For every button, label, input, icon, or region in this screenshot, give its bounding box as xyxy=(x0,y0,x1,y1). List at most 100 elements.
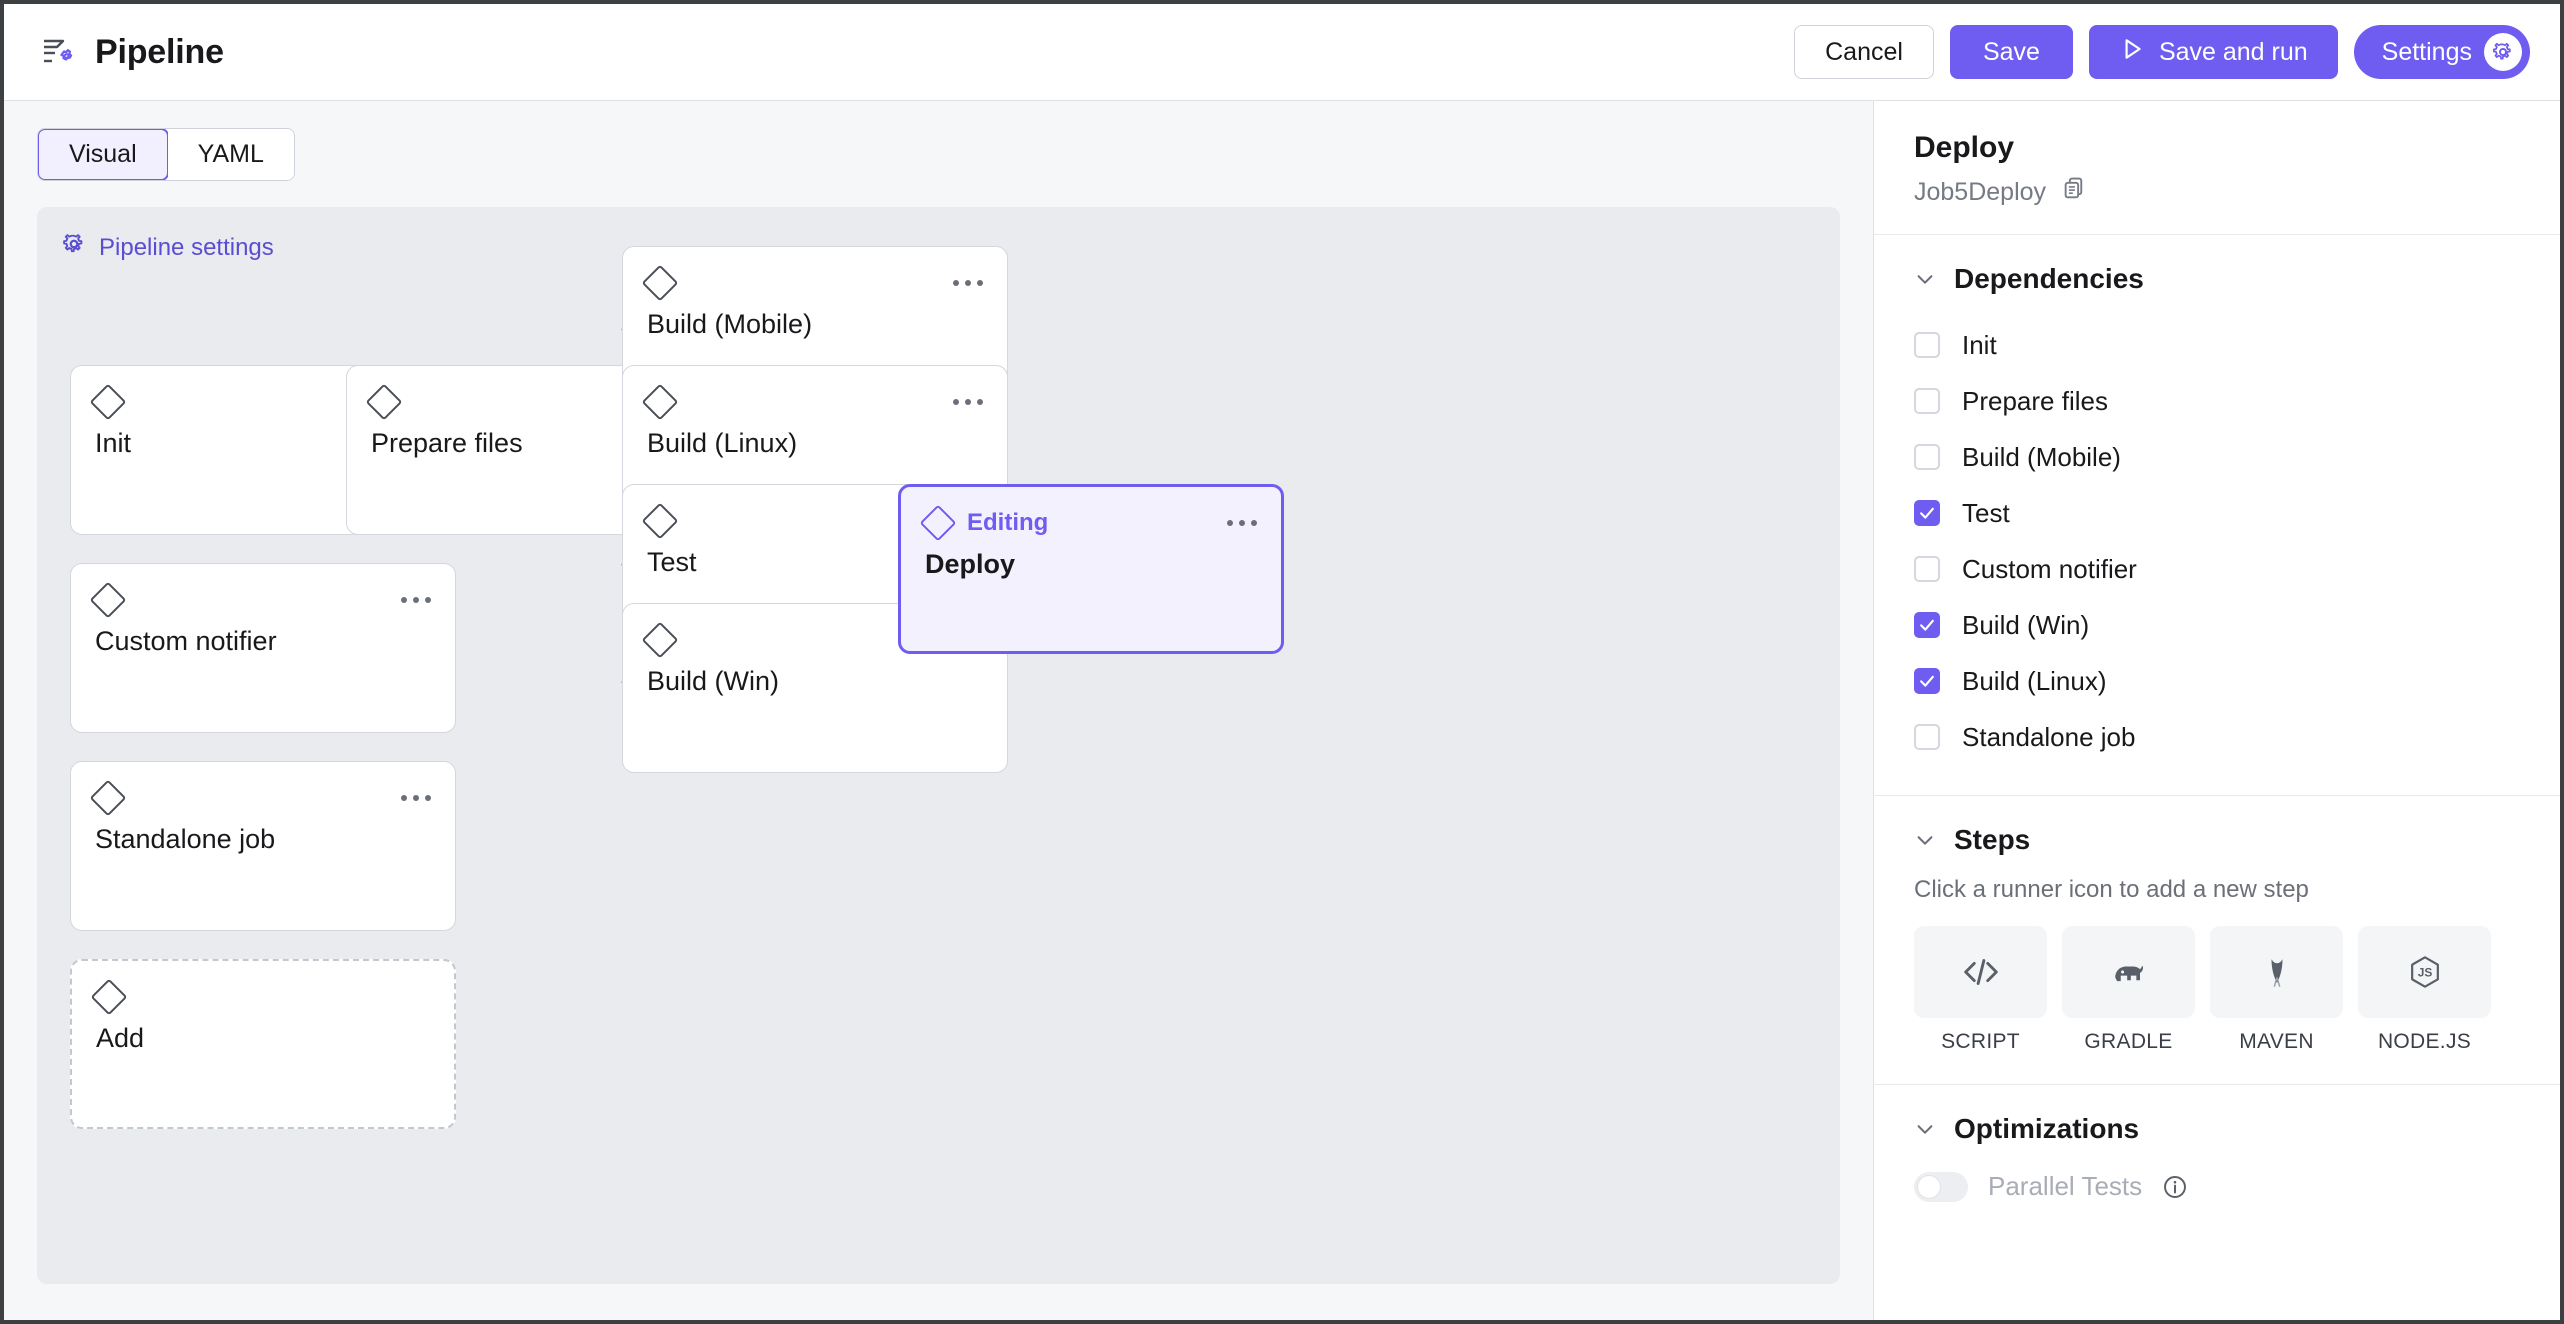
app-window: Pipeline Cancel Save Save and run Settin… xyxy=(4,4,2560,1320)
dependency-checkbox[interactable] xyxy=(1914,444,1940,470)
diamond-icon xyxy=(641,383,679,421)
parallel-tests-label: Parallel Tests xyxy=(1988,1171,2143,1201)
node-header xyxy=(623,247,1007,302)
chevron-down-icon xyxy=(1914,1118,1936,1140)
chevron-down-icon xyxy=(1914,829,1936,851)
steps-title: Steps xyxy=(1954,824,2031,855)
panel-subtitle: Job5Deploy xyxy=(1914,176,2520,208)
dependency-label: Standalone job xyxy=(1962,721,2136,752)
pipeline-node-add[interactable]: Add xyxy=(70,959,456,1129)
diamond-icon xyxy=(641,264,679,302)
play-icon xyxy=(2119,36,2145,69)
optimizations-section-header[interactable]: Optimizations xyxy=(1914,1113,2520,1145)
dependency-checkbox[interactable] xyxy=(1914,668,1940,694)
dependency-row[interactable]: Build (Linux) xyxy=(1914,653,2520,709)
runner-label: SCRIPT xyxy=(1941,1030,2020,1053)
runner-maven[interactable]: MAVEN xyxy=(2210,926,2343,1054)
dependency-row[interactable]: Prepare files xyxy=(1914,373,2520,429)
save-and-run-button[interactable]: Save and run xyxy=(2088,25,2338,79)
tab-visual[interactable]: Visual xyxy=(37,129,169,180)
diamond-icon xyxy=(919,504,957,542)
dependency-checkbox[interactable] xyxy=(1914,332,1940,358)
panel-title: Deploy xyxy=(1914,131,2015,164)
dependency-label: Build (Linux) xyxy=(1962,665,2107,696)
runner-label: MAVEN xyxy=(2239,1030,2314,1053)
diamond-icon xyxy=(90,978,128,1016)
runner-script[interactable]: SCRIPT xyxy=(1914,926,2047,1054)
node-status-badge: Editing xyxy=(967,509,1049,536)
dependency-row[interactable]: Test xyxy=(1914,485,2520,541)
node-menu-button[interactable] xyxy=(401,795,431,801)
node-label: Init xyxy=(95,428,132,458)
dependency-row[interactable]: Custom notifier xyxy=(1914,541,2520,597)
tab-yaml[interactable]: YAML xyxy=(167,129,294,180)
pipeline-node-standalone[interactable]: Standalone job xyxy=(70,761,456,931)
info-icon[interactable] xyxy=(2162,1174,2188,1200)
steps-section: Steps Click a runner icon to add a new s… xyxy=(1874,795,2560,1084)
gear-icon xyxy=(2484,33,2522,71)
runner-label: GRADLE xyxy=(2084,1030,2173,1053)
runner-node-js[interactable]: JS NODE.JS xyxy=(2358,926,2491,1054)
runner-gradle[interactable]: GRADLE xyxy=(2062,926,2195,1054)
code-brackets-icon[interactable] xyxy=(1914,926,2047,1018)
optimizations-section: Optimizations Parallel Tests xyxy=(1874,1084,2560,1232)
dependency-row[interactable]: Build (Win) xyxy=(1914,597,2520,653)
diamond-icon xyxy=(89,383,127,421)
pipeline-node-custom[interactable]: Custom notifier xyxy=(70,563,456,733)
settings-label: Settings xyxy=(2381,37,2472,66)
node-menu-button[interactable] xyxy=(401,597,431,603)
pipeline-settings-link[interactable]: Pipeline settings xyxy=(61,231,274,264)
dependency-checkbox[interactable] xyxy=(1914,724,1940,750)
diamond-icon xyxy=(89,779,127,817)
node-label: Build (Mobile) xyxy=(647,309,813,339)
page-title: Pipeline xyxy=(95,32,224,71)
feather-icon[interactable] xyxy=(2210,926,2343,1018)
node-menu-button[interactable] xyxy=(1227,520,1257,526)
dependencies-section-header[interactable]: Dependencies xyxy=(1914,263,2520,295)
dependency-row[interactable]: Standalone job xyxy=(1914,709,2520,765)
job-id-text: Job5Deploy xyxy=(1914,177,2047,206)
runner-label: NODE.JS xyxy=(2377,1030,2472,1053)
copy-icon[interactable] xyxy=(2062,176,2087,208)
pipeline-settings-label: Pipeline settings xyxy=(99,233,274,261)
node-header xyxy=(71,762,455,817)
node-label: Test xyxy=(647,547,697,577)
steps-section-header[interactable]: Steps xyxy=(1914,824,2520,856)
header-actions: Cancel Save Save and run Settings xyxy=(1794,25,2530,79)
dependency-checkbox[interactable] xyxy=(1914,388,1940,414)
settings-button[interactable]: Settings xyxy=(2353,25,2530,79)
header-title-group: Pipeline xyxy=(37,32,224,72)
node-label: Build (Linux) xyxy=(647,428,798,458)
node-menu-button[interactable] xyxy=(953,280,983,286)
dependency-label: Custom notifier xyxy=(1962,553,2137,584)
job-details-panel: Deploy Job5Deploy xyxy=(1874,101,2560,1320)
dependency-checkbox[interactable] xyxy=(1914,500,1940,526)
dependency-row[interactable]: Init xyxy=(1914,317,2520,373)
save-button[interactable]: Save xyxy=(1949,25,2073,79)
node-header xyxy=(623,366,1007,421)
nodejs-hexagon-icon[interactable]: JS xyxy=(2358,926,2491,1018)
node-menu-button[interactable] xyxy=(953,399,983,405)
diamond-icon xyxy=(641,502,679,540)
dependency-checkbox[interactable] xyxy=(1914,612,1940,638)
diamond-icon xyxy=(365,383,403,421)
elephant-icon[interactable] xyxy=(2062,926,2195,1018)
gear-icon xyxy=(61,231,87,264)
node-label: Add xyxy=(96,1023,145,1053)
diamond-icon xyxy=(641,621,679,659)
dependency-label: Build (Mobile) xyxy=(1962,441,2121,472)
parallel-tests-toggle[interactable] xyxy=(1914,1171,1968,1202)
pipeline-settings-icon xyxy=(37,32,77,72)
cancel-button[interactable]: Cancel xyxy=(1794,25,1934,79)
save-and-run-label: Save and run xyxy=(2158,37,2308,66)
dependency-checkbox[interactable] xyxy=(1914,556,1940,582)
node-header xyxy=(72,961,454,1016)
dependency-row[interactable]: Build (Mobile) xyxy=(1914,429,2520,485)
view-mode-tabs: Visual YAML xyxy=(37,128,295,181)
chevron-down-icon xyxy=(1914,268,1936,290)
